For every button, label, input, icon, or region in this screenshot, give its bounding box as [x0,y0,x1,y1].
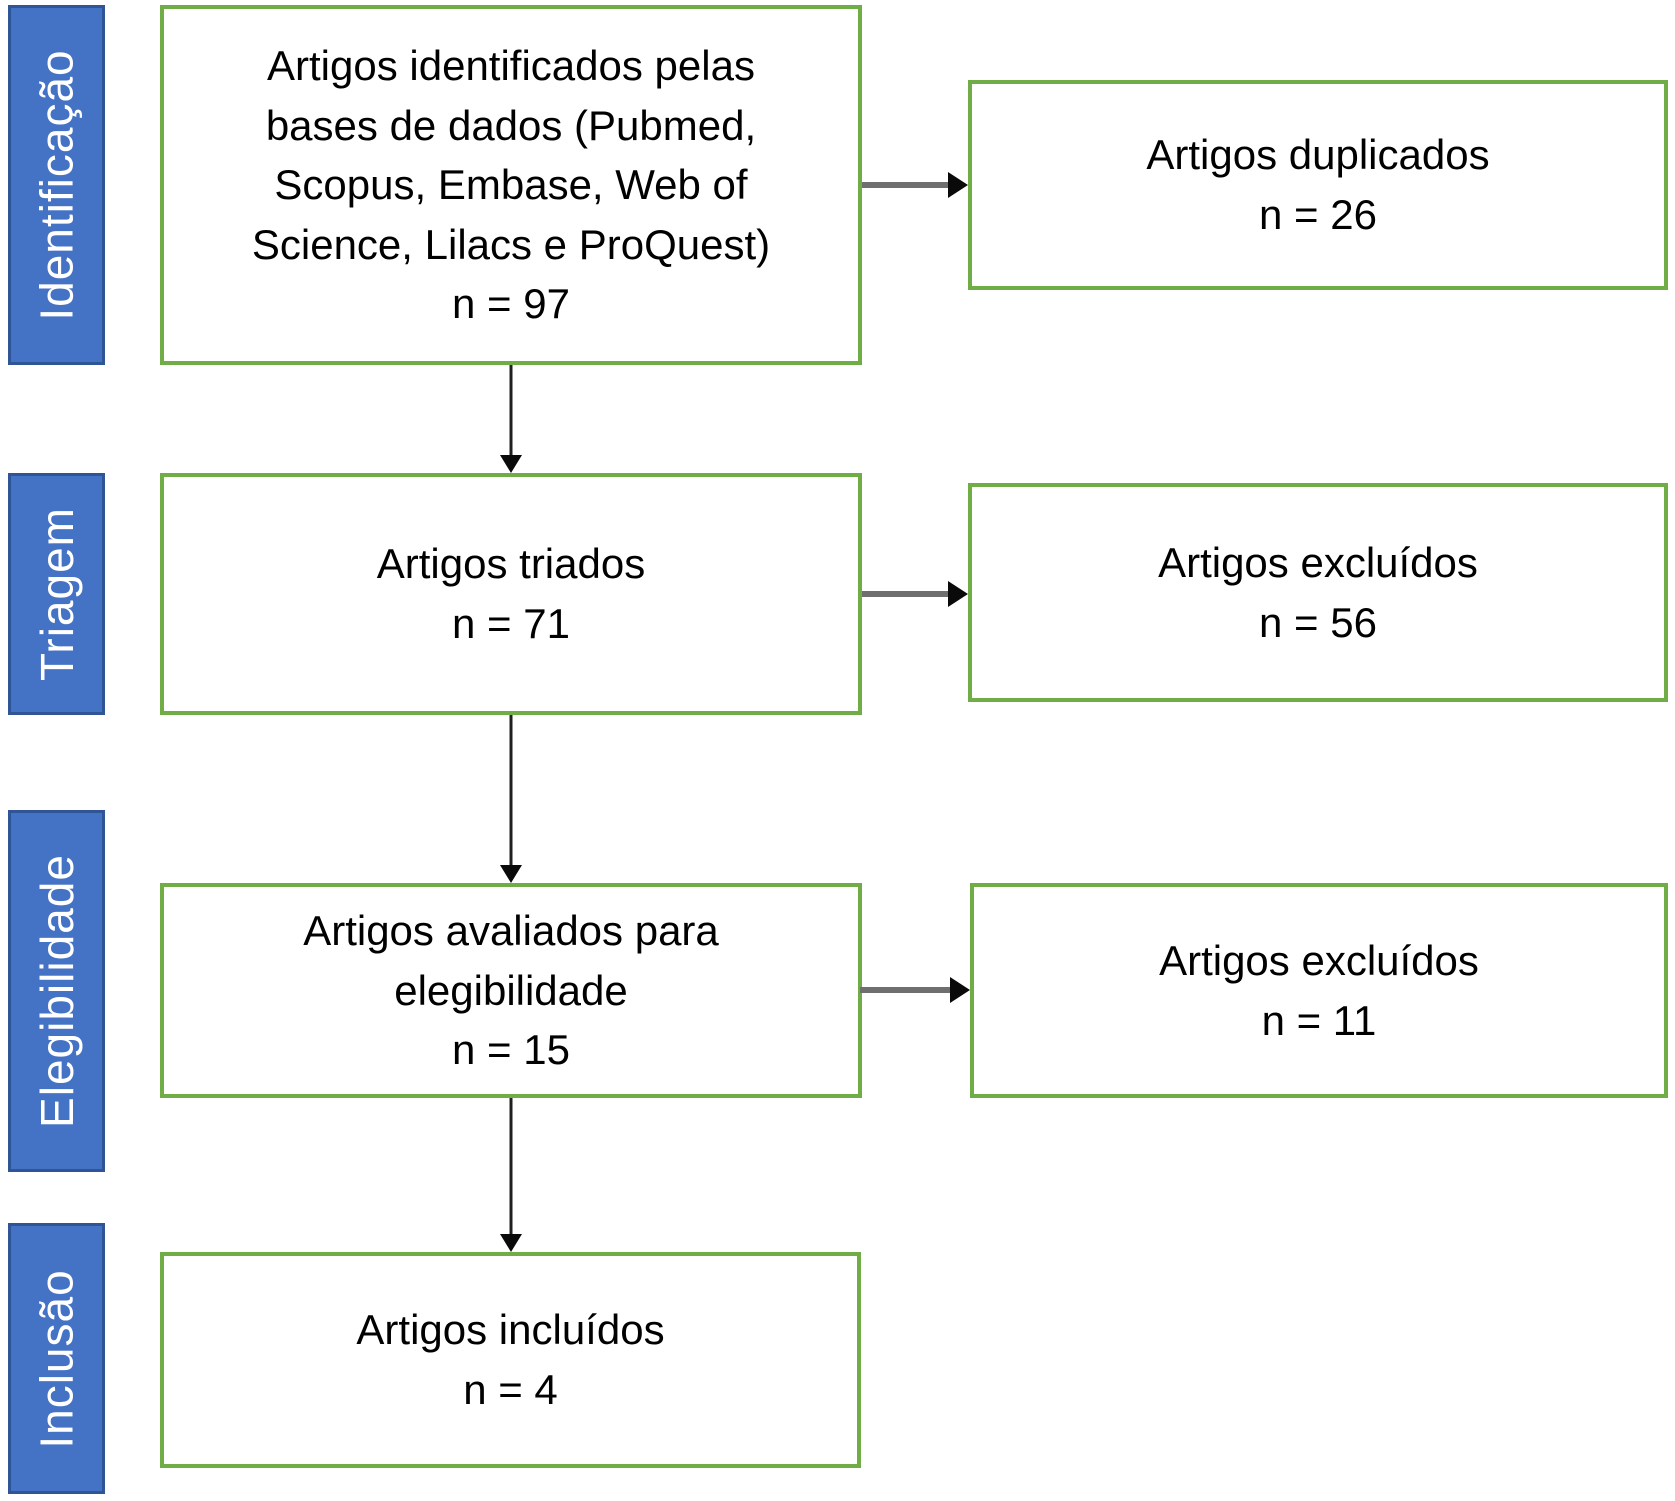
phase-bar-eligibility: Elegibilidade [8,810,105,1172]
box-excluded-eligibility-label: Artigos excluídos [1159,936,1479,984]
box-eligibility-count: n = 15 [452,1026,570,1074]
box-identified-count: n = 97 [452,280,570,328]
box-eligibility-label: Artigos avaliados para elegibilidade [303,907,719,1014]
arrow-shaft [862,591,951,597]
phase-bar-screening: Triagem [8,473,105,715]
box-identified-label: Artigos identificados pelas bases de dad… [251,41,771,268]
arrow-down-eligibility-to-included [499,1098,523,1252]
box-screened: Artigos triados n = 71 [160,473,862,715]
arrow-right-eligibility-to-excluded [860,976,970,1004]
box-identified: Artigos identificados pelas bases de dad… [160,5,862,365]
phase-label-inclusion: Inclusão [30,1268,83,1449]
box-duplicates: Artigos duplicados n = 26 [968,80,1668,290]
box-included: Artigos incluídos n = 4 [160,1252,861,1468]
arrow-right-screened-to-excluded [862,580,968,608]
box-screened-count: n = 71 [452,600,570,647]
box-eligibility: Artigos avaliados para elegibilidade n =… [160,883,862,1098]
phase-bar-inclusion: Inclusão [8,1223,105,1494]
box-excluded-screening-count: n = 56 [1259,598,1377,646]
arrow-down-identified-to-screened [499,365,523,473]
arrow-head-right-icon [948,172,968,198]
arrow-shaft [509,1098,513,1236]
arrow-head-right-icon [950,977,970,1003]
box-excluded-screening-label: Artigos excluídos [1158,538,1478,586]
arrow-head-down-icon [500,455,522,473]
box-duplicates-label: Artigos duplicados [1146,131,1490,179]
box-included-count: n = 4 [463,1366,558,1413]
phase-label-identification: Identificação [30,49,83,321]
arrow-head-down-icon [500,865,522,883]
box-duplicates-count: n = 26 [1259,191,1377,238]
arrow-shaft [509,715,513,867]
box-screened-label: Artigos triados [376,540,646,588]
arrow-shaft [862,182,951,188]
box-excluded-eligibility: Artigos excluídos n = 11 [970,883,1668,1098]
arrow-shaft [860,987,953,993]
arrow-down-screened-to-eligibility [499,715,523,883]
phase-label-eligibility: Elegibilidade [30,854,83,1128]
box-excluded-eligibility-count: n = 11 [1261,996,1377,1044]
arrow-shaft [509,365,513,457]
arrow-head-down-icon [500,1234,522,1252]
box-excluded-screening: Artigos excluídos n = 56 [968,483,1668,702]
arrow-head-right-icon [948,581,968,607]
box-included-label: Artigos incluídos [356,1306,665,1354]
phase-bar-identification: Identificação [8,5,105,365]
arrow-right-identified-to-duplicates [862,171,968,199]
phase-label-screening: Triagem [30,507,83,681]
